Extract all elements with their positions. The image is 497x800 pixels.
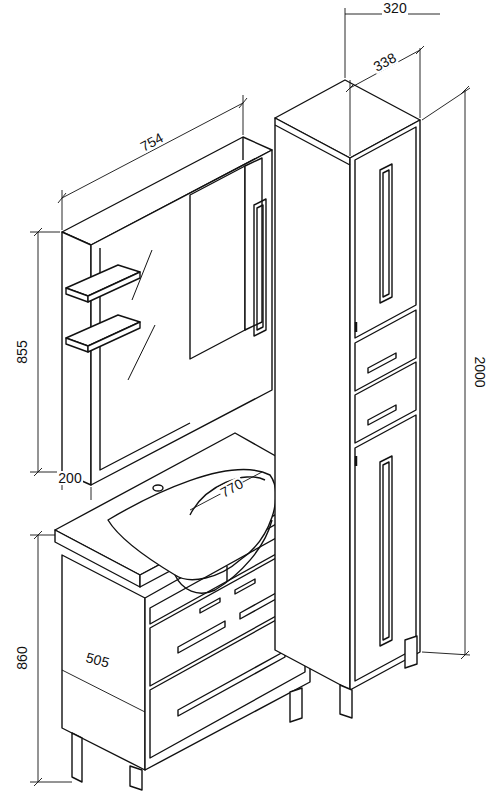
dimension-label: 320 [382, 1, 407, 15]
dimension-label: 338 [371, 50, 400, 74]
dimension-label: 754 [138, 130, 167, 154]
dimension-label: 2000 [473, 355, 487, 388]
dimension-label: 200 [57, 471, 82, 485]
dimension-label: 855 [15, 339, 29, 364]
dimension-label: 860 [15, 645, 29, 670]
